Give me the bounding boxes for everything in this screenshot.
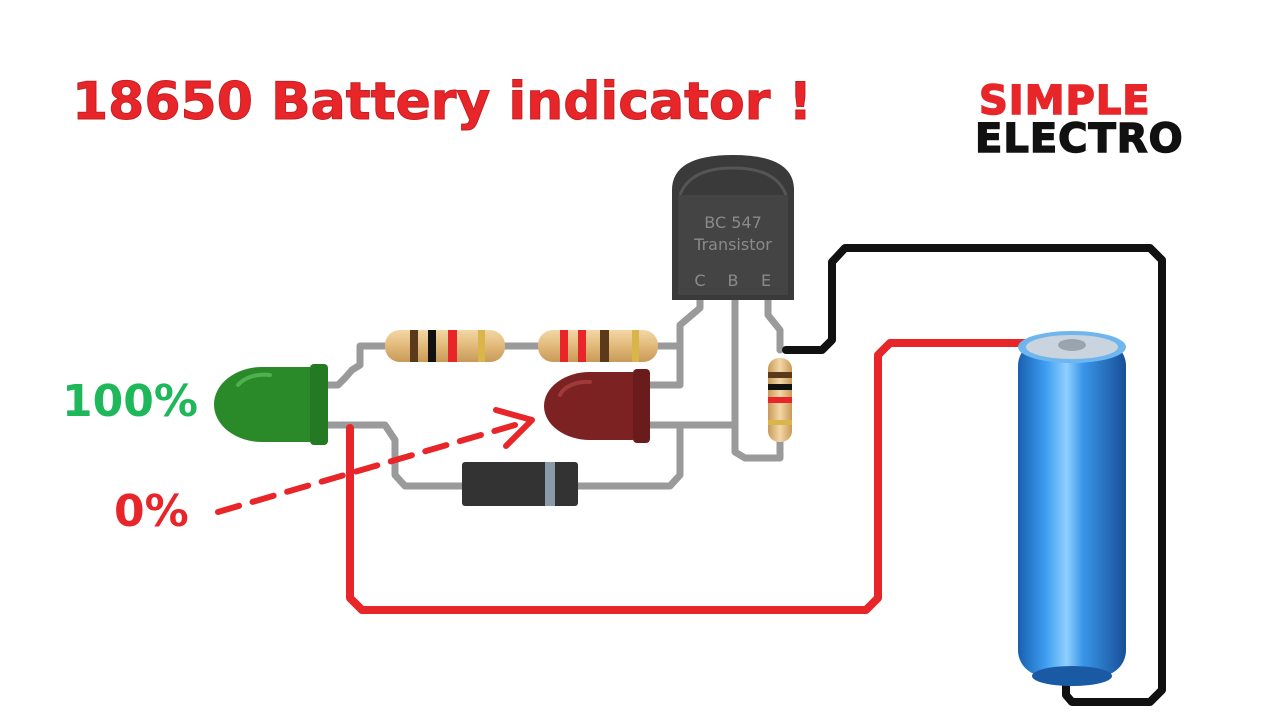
logo-line-2: ELECTRO [974, 115, 1184, 163]
wire-green-led-to-resistor [321, 342, 399, 389]
pin-label-e: E [761, 271, 771, 290]
full-charge-label: 100% [62, 376, 198, 427]
indicator-arrow [215, 407, 535, 515]
wire-diode-to-red-led [571, 421, 684, 490]
transistor: BC 547 Transistor C B E [672, 155, 794, 300]
wire-base-to-resistor [731, 421, 784, 462]
empty-charge-label: 0% [114, 486, 189, 537]
brand-logo: SIMPLE ELECTRO [974, 77, 1185, 163]
green-led [214, 364, 328, 445]
battery-18650 [1018, 331, 1126, 686]
transistor-label-2: Transistor [693, 235, 772, 254]
resistor-3 [768, 358, 792, 442]
wire-resistor-to-collector [651, 296, 704, 350]
pin-label-b: B [728, 271, 739, 290]
page-title: 18650 Battery indicator ! [71, 72, 813, 133]
resistor-2 [538, 330, 658, 362]
wire-red-led-to-collector [646, 342, 684, 389]
pin-label-c: C [694, 271, 705, 290]
red-led [544, 369, 650, 443]
logo-line-1: SIMPLE [978, 77, 1151, 125]
positive-wire [346, 339, 1082, 614]
transistor-label-1: BC 547 [704, 213, 762, 232]
wire-emitter-to-resistor [764, 296, 784, 354]
resistor-1 [385, 330, 505, 362]
negative-wire [782, 244, 1166, 706]
diode [462, 462, 578, 506]
